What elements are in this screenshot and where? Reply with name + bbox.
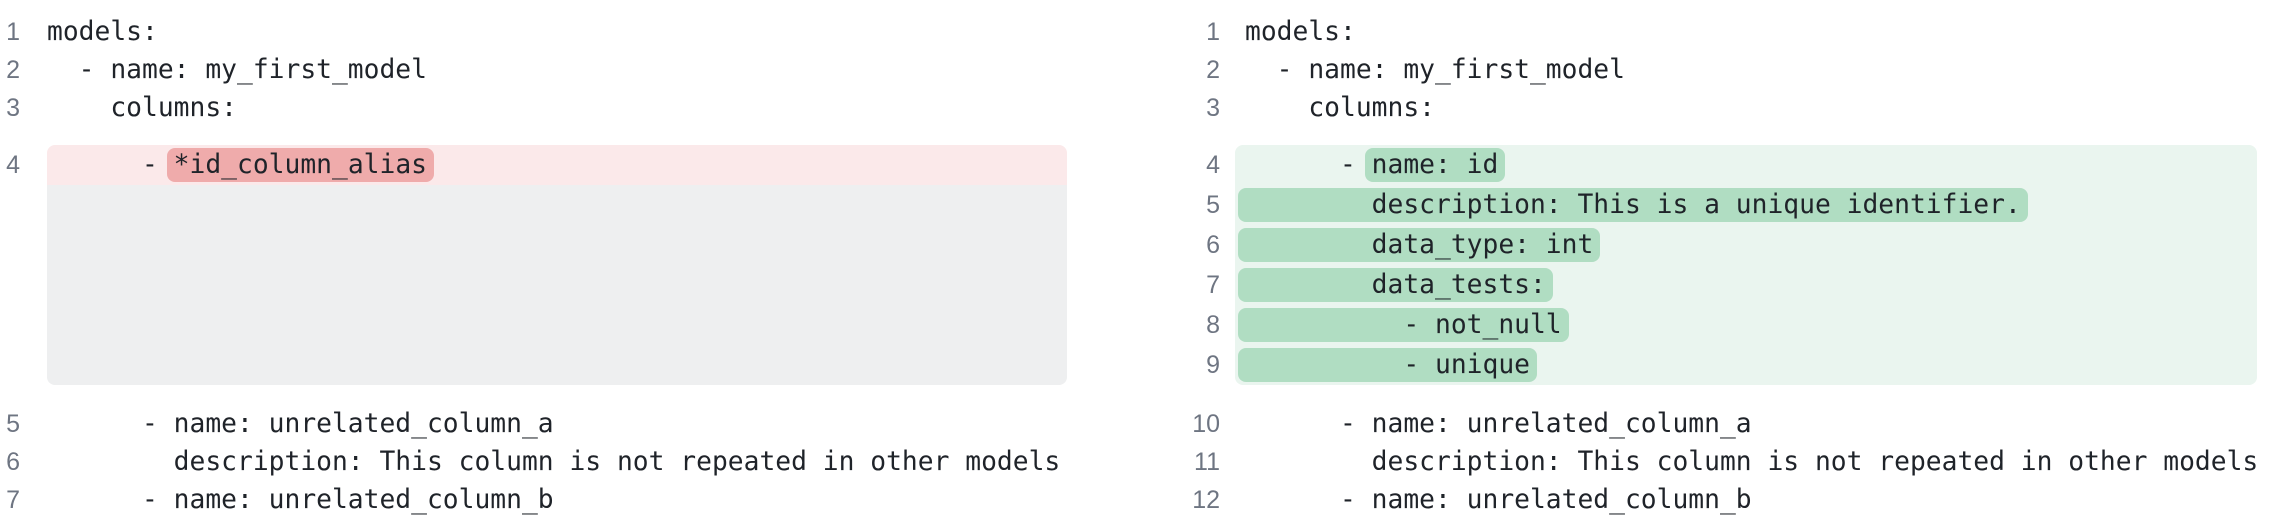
code-line: 10 - name: unrelated_column_a xyxy=(1139,405,2278,443)
line-number: 6 xyxy=(6,448,20,476)
line-number: 6 xyxy=(1206,231,1220,259)
added-code-line: 6 data_type: int xyxy=(1139,225,2278,265)
line-number: 5 xyxy=(6,410,20,438)
code-line: 3 columns: xyxy=(1139,89,2278,127)
line-number: 5 xyxy=(1206,191,1220,219)
code-line: 1 models: xyxy=(0,13,1139,51)
code-line: 2 - name: my_first_model xyxy=(0,51,1139,89)
line-number: 1 xyxy=(6,18,20,46)
code-text: - name: my_first_model xyxy=(1245,55,1625,85)
added-text-highlight: - unique xyxy=(1238,348,1537,382)
code-unchanged-segment: - xyxy=(1245,150,1372,180)
code-line: 11 description: This column is not repea… xyxy=(1139,443,2278,481)
added-text-highlight: - not_null xyxy=(1238,308,1569,342)
code-text: - *id_column_alias xyxy=(47,145,1067,185)
line-number: 7 xyxy=(1206,271,1220,299)
line-number: 11 xyxy=(1194,448,1220,476)
line-number: 9 xyxy=(1206,351,1220,379)
code-line: 1 models: xyxy=(1139,13,2278,51)
code-line: 7 - name: unrelated_column_b xyxy=(0,481,1139,519)
code-text: - name: unrelated_column_b xyxy=(1245,485,1752,515)
added-text-highlight: data_type: int xyxy=(1238,228,1601,262)
code-text: columns: xyxy=(1245,93,1435,123)
added-code-line: 7 data_tests: xyxy=(1139,265,2278,305)
collapsed-spacer-block xyxy=(0,185,1139,385)
code-text: models: xyxy=(1245,17,1356,47)
added-text-highlight: name: id xyxy=(1364,148,1506,182)
code-text: - name: unrelated_column_a xyxy=(1245,409,1752,439)
line-number: 3 xyxy=(1206,94,1220,122)
added-text-highlight: description: This is a unique identifier… xyxy=(1238,188,2028,222)
code-text: - name: unrelated_column_a xyxy=(47,409,554,439)
added-code-line: 4 - name: id xyxy=(1139,145,2278,185)
line-number: 4 xyxy=(6,151,20,179)
diff-panel-before: 1 models: 2 - name: my_first_model 3 col… xyxy=(0,0,1139,519)
code-text: columns: xyxy=(47,93,237,123)
line-number: 4 xyxy=(1206,151,1220,179)
code-text: description: This is a unique identifier… xyxy=(1235,185,2257,225)
code-text: description: This column is not repeated… xyxy=(47,447,1061,477)
code-text: - name: id xyxy=(1235,145,2257,185)
code-text: - name: unrelated_column_b xyxy=(47,485,554,515)
code-text: - name: my_first_model xyxy=(47,55,427,85)
added-code-line: 5 description: This is a unique identifi… xyxy=(1139,185,2278,225)
added-code-line: 9 - unique xyxy=(1139,345,2278,385)
removed-code-line: 4 - *id_column_alias xyxy=(0,145,1139,185)
added-text-highlight: data_tests: xyxy=(1238,268,1553,302)
line-number: 7 xyxy=(6,486,20,514)
line-number-empty xyxy=(0,185,47,385)
code-unchanged-segment: - xyxy=(47,150,174,180)
code-text: - unique xyxy=(1235,345,2257,385)
code-text: data_type: int xyxy=(1235,225,2257,265)
code-line: 3 columns: xyxy=(0,89,1139,127)
code-line: 5 - name: unrelated_column_a xyxy=(0,405,1139,443)
line-number: 2 xyxy=(1206,56,1220,84)
line-number: 12 xyxy=(1192,486,1220,514)
code-text: data_tests: xyxy=(1235,265,2257,305)
removed-text-highlight: *id_column_alias xyxy=(166,148,434,182)
line-number: 3 xyxy=(6,94,20,122)
added-code-line: 8 - not_null xyxy=(1139,305,2278,345)
spacer-area xyxy=(47,185,1067,385)
code-line: 6 description: This column is not repeat… xyxy=(0,443,1139,481)
diff-panel-after: 1 models: 2 - name: my_first_model 3 col… xyxy=(1139,0,2278,519)
line-number: 8 xyxy=(1206,311,1220,339)
code-text: models: xyxy=(47,17,158,47)
code-line: 12 - name: unrelated_column_b xyxy=(1139,481,2278,519)
code-text: description: This column is not repeated… xyxy=(1245,447,2259,477)
line-number: 1 xyxy=(1206,18,1220,46)
line-number: 10 xyxy=(1192,410,1220,438)
code-line: 2 - name: my_first_model xyxy=(1139,51,2278,89)
line-number: 2 xyxy=(6,56,20,84)
code-text: - not_null xyxy=(1235,305,2257,345)
